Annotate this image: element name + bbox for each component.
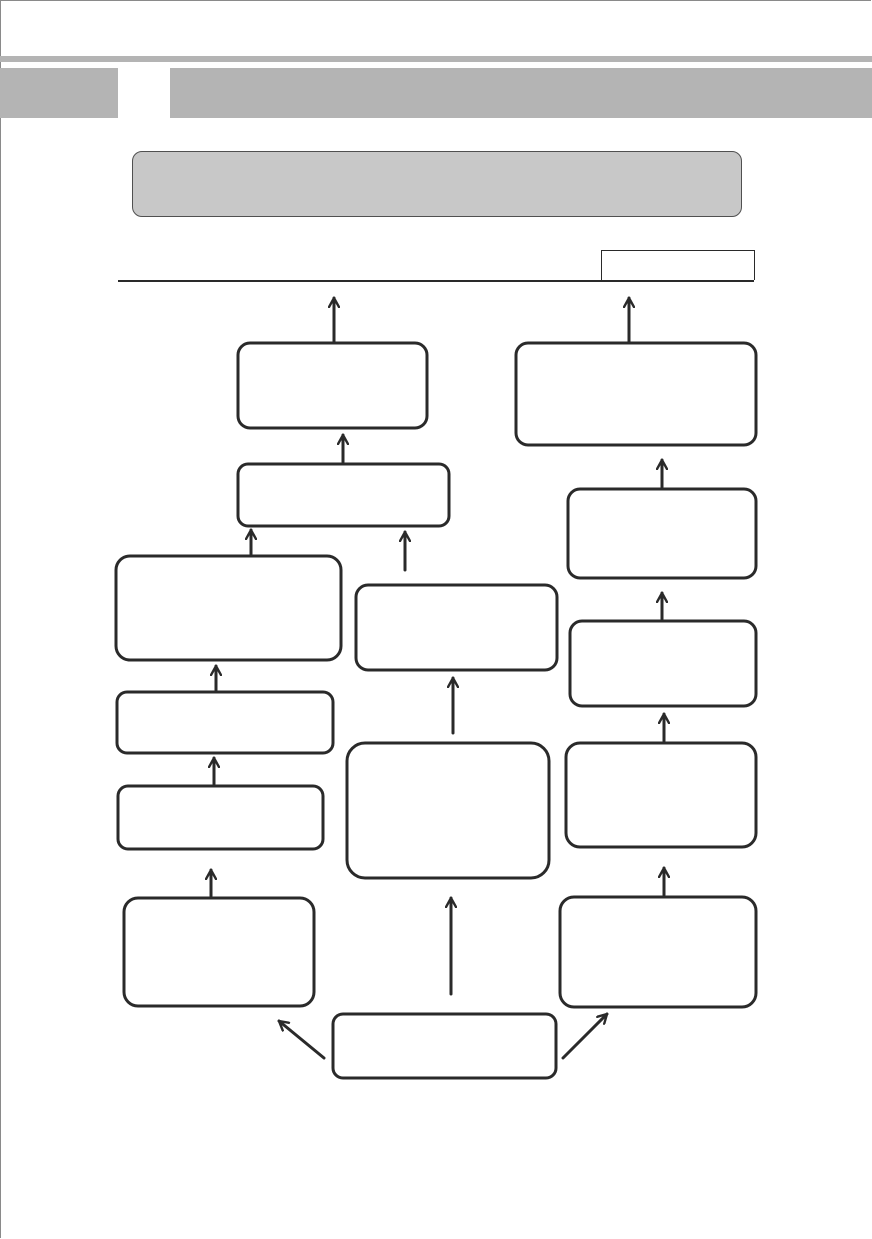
node-left-base (122, 896, 316, 1008)
header-rule (0, 56, 872, 62)
arrow-root-to-right-base (561, 1012, 609, 1060)
header-tab (118, 68, 170, 118)
node-right-upper (566, 487, 758, 580)
section-label-box (601, 250, 755, 280)
node-top-right (514, 341, 758, 447)
node-center-lower (345, 741, 551, 880)
node-center-upper (354, 583, 559, 672)
node-root (331, 1012, 558, 1080)
node-left-mid (115, 690, 335, 755)
node-left-lower (116, 784, 325, 851)
node-right-mid (568, 619, 758, 708)
section-rule (118, 280, 754, 282)
title-box (132, 151, 742, 217)
node-top-left (236, 341, 429, 430)
node-right-lower (564, 741, 758, 849)
node-left-merge (236, 462, 451, 528)
node-right-base (558, 895, 758, 1009)
arrow-root-to-left-base (277, 1019, 326, 1060)
node-left-upper (114, 554, 343, 662)
